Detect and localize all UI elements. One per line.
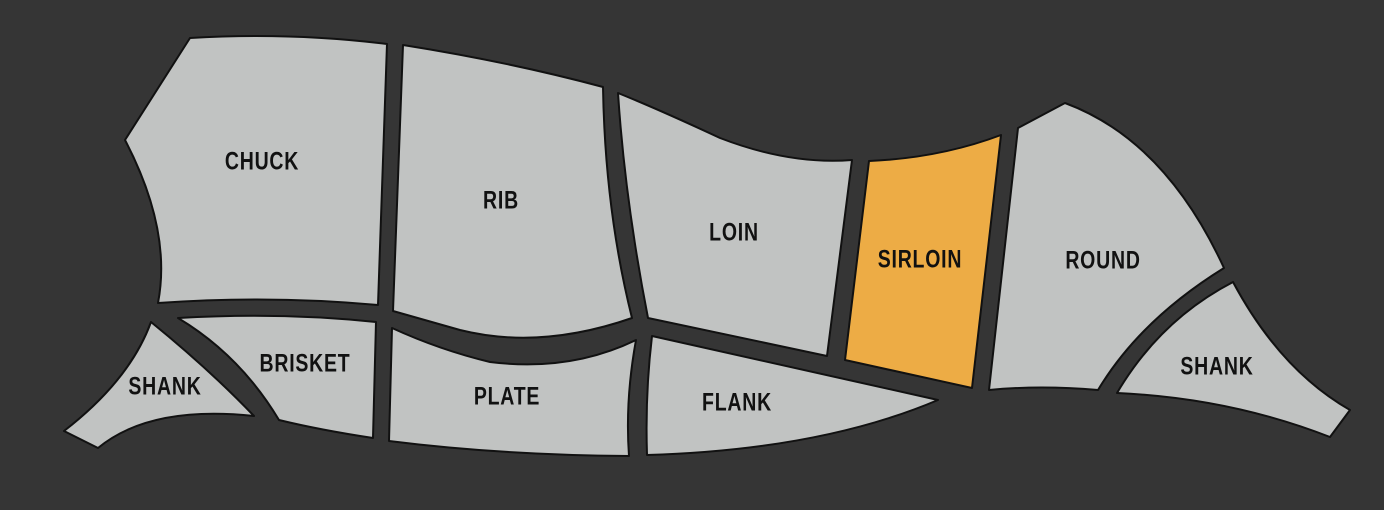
cut-hind-shank[interactable]: SHANK	[1116, 281, 1351, 438]
cut-sirloin[interactable]: SIRLOIN	[844, 134, 1002, 389]
cut-shape[interactable]	[844, 134, 1002, 389]
cut-shape[interactable]	[617, 92, 853, 357]
cut-shape[interactable]	[392, 44, 633, 339]
cut-shape[interactable]	[645, 335, 939, 456]
cut-shape[interactable]	[388, 327, 637, 457]
label-rib: RIB	[483, 186, 519, 214]
label-plate: PLATE	[474, 382, 540, 410]
cut-fore-shank[interactable]: SHANK	[63, 321, 255, 449]
cut-shape[interactable]	[1116, 281, 1351, 438]
label-round: ROUND	[1065, 246, 1140, 274]
cut-flank[interactable]: FLANK	[645, 335, 939, 456]
cut-plate[interactable]: PLATE	[388, 327, 637, 457]
label-fore-shank: SHANK	[128, 372, 201, 400]
label-chuck: CHUCK	[225, 147, 299, 175]
cut-round[interactable]: ROUND	[988, 102, 1225, 391]
label-brisket: BRISKET	[259, 349, 350, 377]
cut-shape[interactable]	[177, 314, 377, 439]
cut-shape[interactable]	[124, 35, 388, 306]
label-loin: LOIN	[709, 218, 759, 246]
cut-chuck[interactable]: CHUCK	[124, 35, 388, 306]
label-sirloin: SIRLOIN	[878, 245, 963, 273]
cut-shape[interactable]	[988, 102, 1225, 391]
cut-brisket[interactable]: BRISKET	[177, 314, 377, 439]
cut-loin[interactable]: LOIN	[617, 92, 853, 357]
cut-shape[interactable]	[63, 321, 255, 449]
label-flank: FLANK	[702, 388, 772, 416]
label-hind-shank: SHANK	[1180, 352, 1253, 380]
cut-rib[interactable]: RIB	[392, 44, 633, 339]
